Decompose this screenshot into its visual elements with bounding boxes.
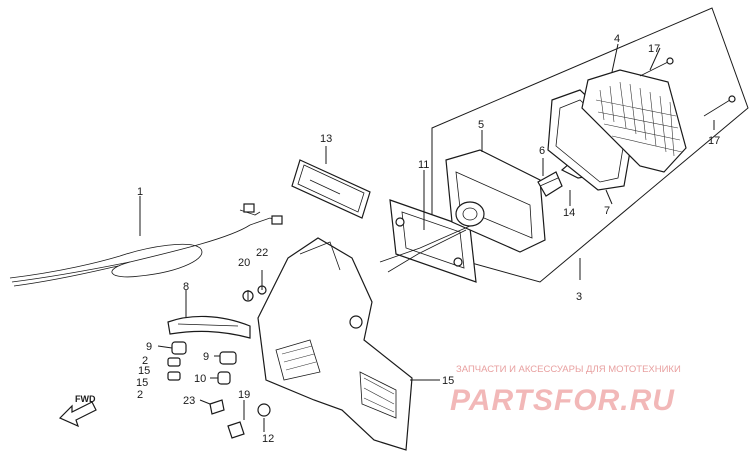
- bulb-socket: [537, 171, 563, 197]
- license-plate-bracket: [257, 237, 413, 451]
- callout-22: 22: [256, 247, 268, 259]
- callout-15a: 15: [138, 365, 150, 377]
- callout-2b: 2: [137, 389, 143, 401]
- callout-2a: 2: [142, 355, 148, 367]
- callout-15c: 15: [442, 375, 454, 387]
- tail-lens: [581, 69, 687, 173]
- callout-1: 1: [137, 186, 143, 198]
- fwd-label: FWD: [75, 394, 96, 404]
- callout-11: 11: [418, 159, 429, 171]
- callout-8: 8: [183, 281, 189, 293]
- callout-10: 10: [194, 373, 206, 385]
- leader-lines: [139, 43, 715, 432]
- fasteners: [209, 285, 271, 439]
- wire-harness: [9, 203, 283, 287]
- callout-5: 5: [478, 119, 484, 131]
- callout-7: 7: [604, 205, 610, 217]
- watermark: ЗАПЧАСТИ И АКСЕССУАРЫ ДЛЯ МОТОТЕХНИКИ PA…: [450, 364, 681, 417]
- callout-14: 14: [563, 207, 575, 219]
- forward-arrow-icon: [58, 401, 97, 428]
- callout-9a: 9: [146, 341, 152, 353]
- callout-labels: 1 2 2 3 4 5 6 7 8 9 9 10 11 12 13 14 15 …: [136, 33, 720, 445]
- reflector-lens: [291, 159, 371, 219]
- callout-13: 13: [320, 133, 332, 145]
- callout-6: 6: [539, 145, 545, 157]
- watermark-brand: PARTSFOR.RU: [450, 384, 675, 417]
- callout-23: 23: [183, 395, 195, 407]
- callout-4: 4: [614, 33, 620, 45]
- lens-gasket: [547, 89, 633, 191]
- callout-15b: 15: [136, 377, 148, 389]
- callout-3: 3: [576, 291, 582, 303]
- callout-17b: 17: [708, 135, 720, 147]
- callout-17a: 17: [648, 43, 660, 55]
- callout-12: 12: [262, 433, 274, 445]
- lens-screw: [639, 57, 736, 117]
- taillight-base: [379, 149, 546, 273]
- callout-19: 19: [238, 389, 250, 401]
- gasket: [389, 199, 477, 283]
- watermark-subtitle: ЗАПЧАСТИ И АКСЕССУАРЫ ДЛЯ МОТОТЕХНИКИ: [456, 364, 681, 375]
- callout-20: 20: [238, 257, 250, 269]
- callout-9b: 9: [203, 351, 209, 363]
- reflector-bracket: [167, 315, 251, 339]
